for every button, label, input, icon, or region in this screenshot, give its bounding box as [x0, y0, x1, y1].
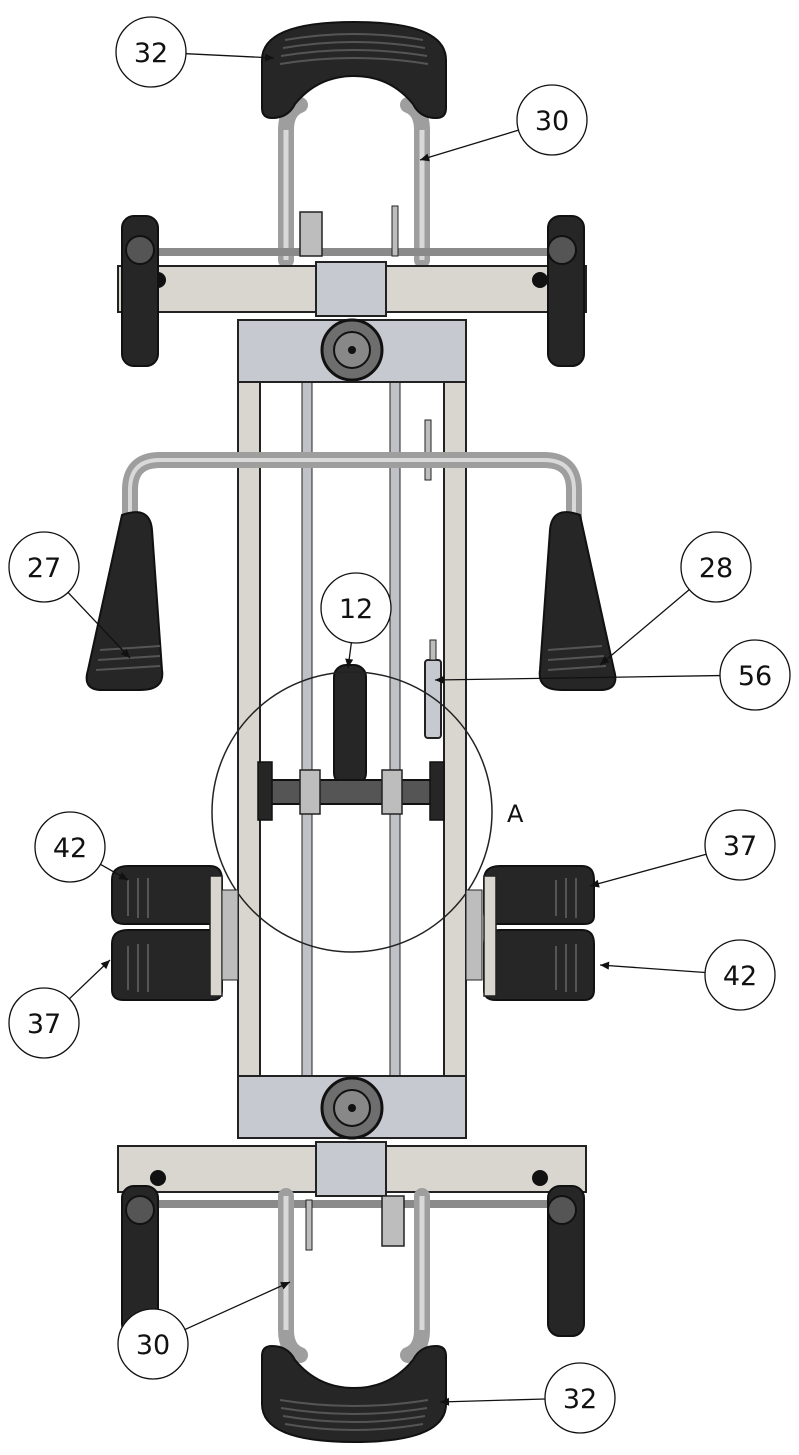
leader-arrowhead [118, 872, 128, 880]
leader-line [67, 591, 131, 659]
callout-balloon [117, 1308, 189, 1380]
top-grip-pad [261, 20, 447, 120]
callout-balloon [8, 987, 80, 1059]
callout-c12: 12 [320, 572, 392, 669]
bottom-handle-tubes [278, 1188, 430, 1363]
leader-arrowhead [420, 153, 430, 162]
top-axle-assembly [117, 205, 587, 367]
callout-balloon [704, 939, 776, 1011]
callout-balloon [8, 531, 80, 603]
callout-balloon [680, 531, 752, 603]
callout-c32_top: 32 [115, 16, 275, 88]
callout-label: 30 [535, 106, 569, 137]
callout-label: 42 [723, 961, 757, 992]
callout-c27: 27 [8, 531, 131, 659]
callout-c42_left: 42 [34, 811, 129, 883]
callout-c32_bottom: 32 [439, 1362, 616, 1434]
bottom-axle-assembly [117, 1141, 587, 1337]
callout-balloon [34, 811, 106, 883]
detail-a: A [211, 671, 524, 953]
callout-balloon [544, 1362, 616, 1434]
callout-label: 12 [339, 594, 373, 625]
callout-label: 30 [136, 1330, 170, 1361]
leader-arrowhead [345, 658, 354, 668]
callout-layer: 32 30 27 12 28 56 42 37 37 42 30 32 [8, 16, 791, 1434]
leader-arrowhead [590, 879, 600, 888]
callout-label: 56 [738, 661, 772, 692]
callout-c56: 56 [434, 639, 791, 711]
leader-arrowhead [120, 648, 130, 658]
leader-line [434, 674, 721, 681]
callout-label: 37 [723, 831, 757, 862]
callout-label: 32 [563, 1384, 597, 1415]
leader-line [439, 1398, 546, 1403]
callout-balloon [516, 84, 588, 156]
left-pedals [111, 865, 239, 1001]
leader-arrowhead [100, 960, 110, 970]
leader-line [68, 959, 111, 1000]
callout-label: 37 [27, 1009, 61, 1040]
callout-balloon [719, 639, 791, 711]
left-arm-grip [85, 511, 164, 691]
main-frame [237, 318, 467, 1140]
callout-c28: 28 [599, 531, 752, 666]
callout-c30_bottom: 30 [117, 1281, 291, 1380]
right-pedals [465, 865, 595, 1001]
callout-label: 42 [53, 833, 87, 864]
leader-line [184, 1281, 291, 1331]
leader-arrowhead [600, 656, 610, 665]
callout-c30_top: 30 [419, 84, 588, 162]
leader-line [185, 53, 275, 59]
callout-balloon [115, 16, 187, 88]
leader-arrowhead [435, 675, 445, 684]
leader-arrowhead [440, 1397, 450, 1406]
leader-arrowhead [280, 1282, 290, 1290]
top-handle-tubes [278, 97, 430, 268]
center-drive-unit [257, 639, 445, 821]
callout-c37_left: 37 [8, 959, 111, 1059]
callout-balloon [704, 809, 776, 881]
callout-balloon [320, 572, 392, 644]
callout-label: 27 [27, 553, 61, 584]
callout-c37_right: 37 [589, 809, 776, 888]
bottom-grip-pad [261, 1344, 447, 1444]
leader-line [599, 964, 706, 974]
detail-a-label: A [507, 800, 524, 828]
leader-line [419, 129, 519, 161]
detail-a-circle [211, 671, 493, 953]
leader-arrowhead [600, 961, 610, 970]
callout-c42_right: 42 [599, 939, 776, 1011]
arm-tube [122, 452, 582, 528]
leader-line [589, 853, 707, 887]
right-arm-grip [538, 511, 617, 691]
leader-arrowhead [264, 53, 274, 62]
callout-label: 32 [134, 38, 168, 69]
leader-line [599, 589, 690, 666]
callout-label: 28 [699, 553, 733, 584]
